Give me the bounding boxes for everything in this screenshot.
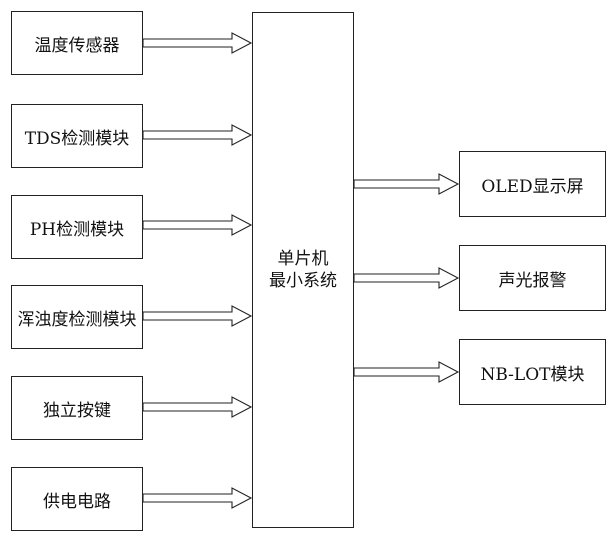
input-box-tds-module: TDS检测模块 — [11, 104, 143, 168]
arrow-turbidity-to-mcu — [142, 305, 253, 327]
output-label: 声光报警 — [498, 270, 567, 291]
input-label: 浑浊度检测模块 — [17, 309, 137, 330]
input-box-temperature-sensor: 温度传感器 — [11, 11, 143, 75]
mcu-minimum-system-box: 单片机 最小系统 — [252, 12, 354, 528]
input-box-power-supply: 供电电路 — [11, 467, 143, 531]
input-box-ph-module: PH检测模块 — [11, 195, 143, 259]
input-label: TDS检测模块 — [24, 128, 130, 149]
input-box-turbidity-module: 浑浊度检测模块 — [11, 285, 143, 349]
arrow-keys-to-mcu — [142, 396, 253, 418]
arrow-ph-to-mcu — [142, 214, 253, 236]
arrow-mcu-to-oled — [353, 173, 460, 195]
input-label: 独立按键 — [43, 400, 111, 421]
output-box-nb-lot-module: NB-LOT模块 — [459, 339, 606, 405]
arrow-power-to-mcu — [142, 487, 253, 509]
input-label: 温度传感器 — [34, 35, 120, 56]
output-label: NB-LOT模块 — [480, 364, 585, 385]
input-label: 供电电路 — [43, 491, 111, 512]
arrow-mcu-to-alarm — [353, 267, 460, 289]
mcu-label-line2: 最小系统 — [269, 271, 337, 291]
output-box-oled-display: OLED显示屏 — [459, 151, 606, 217]
arrow-mcu-to-nb-lot — [353, 361, 460, 383]
mcu-label-line1: 单片机 — [277, 249, 329, 269]
output-label: OLED显示屏 — [481, 176, 584, 197]
arrow-tds-to-mcu — [142, 124, 253, 146]
input-label: PH检测模块 — [29, 219, 125, 240]
output-box-alarm: 声光报警 — [459, 245, 606, 311]
input-box-independent-keys: 独立按键 — [11, 376, 143, 440]
arrow-temperature-to-mcu — [142, 32, 253, 54]
